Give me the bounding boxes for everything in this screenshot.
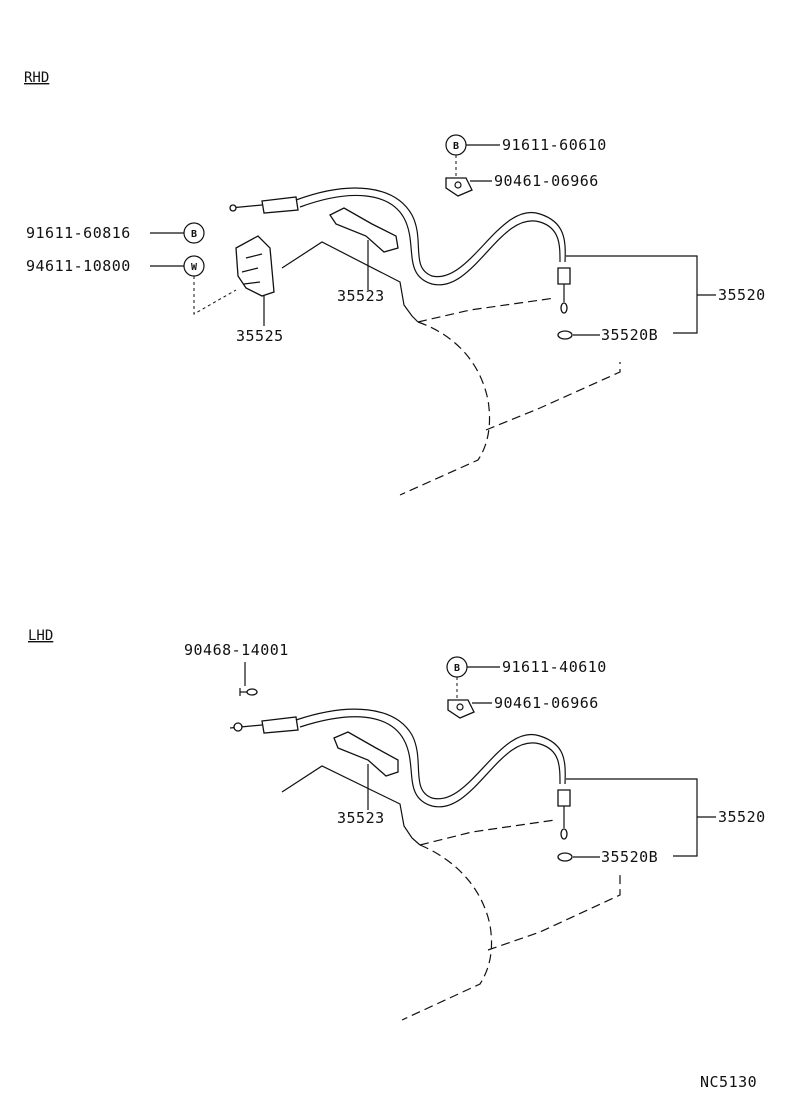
rhd-label-washer-left: 94611-10800	[26, 257, 131, 275]
lhd-transmission-outline	[281, 765, 621, 1021]
lhd-label-bolt-top: 91611-40610	[502, 658, 607, 676]
lhd-label-lever: 35523	[337, 809, 385, 827]
rhd-cable-assembly	[229, 187, 571, 314]
svg-text:B: B	[191, 229, 197, 240]
lhd-nut	[447, 699, 475, 719]
rhd-transmission-outline	[281, 241, 621, 496]
rhd-title: RHD	[24, 70, 49, 86]
rhd-label-bracket: 35525	[236, 327, 284, 345]
rhd-clip-35520b	[557, 330, 573, 340]
rhd-badge-bolt-left: B	[183, 222, 205, 244]
lhd-cable-assembly	[229, 708, 571, 840]
rhd-badge-bolt-top: B	[445, 134, 467, 156]
rhd-label-lever: 35523	[337, 287, 385, 305]
rhd-section: RHD B	[24, 70, 766, 496]
diagram-code: NC5130	[700, 1073, 757, 1091]
svg-text:W: W	[191, 262, 198, 273]
lhd-label-pin: 90468-14001	[184, 641, 289, 659]
rhd-nut	[445, 177, 473, 197]
lhd-clip-35520b	[557, 852, 573, 862]
lhd-title: LHD	[28, 628, 53, 644]
lhd-label-clip: 35520B	[601, 848, 658, 866]
svg-text:B: B	[454, 663, 460, 674]
lhd-pin	[239, 688, 258, 696]
rhd-label-clip: 35520B	[601, 326, 658, 344]
rhd-badge-washer-left: W	[183, 255, 205, 277]
rhd-bracket-35525	[235, 235, 275, 297]
lhd-badge-bolt-top: B	[446, 656, 468, 678]
lhd-label-nut-top: 90461-06966	[494, 694, 599, 712]
rhd-label-bolt-top: 91611-60610	[502, 136, 607, 154]
rhd-label-nut-top: 90461-06966	[494, 172, 599, 190]
rhd-lever-35523	[329, 207, 399, 253]
rhd-label-cable: 35520	[718, 286, 766, 304]
rhd-label-bolt-left: 91611-60816	[26, 224, 131, 242]
lhd-section: LHD	[28, 628, 766, 1021]
lhd-label-cable: 35520	[718, 808, 766, 826]
svg-text:B: B	[453, 141, 459, 152]
lhd-lever-35523	[333, 731, 399, 777]
